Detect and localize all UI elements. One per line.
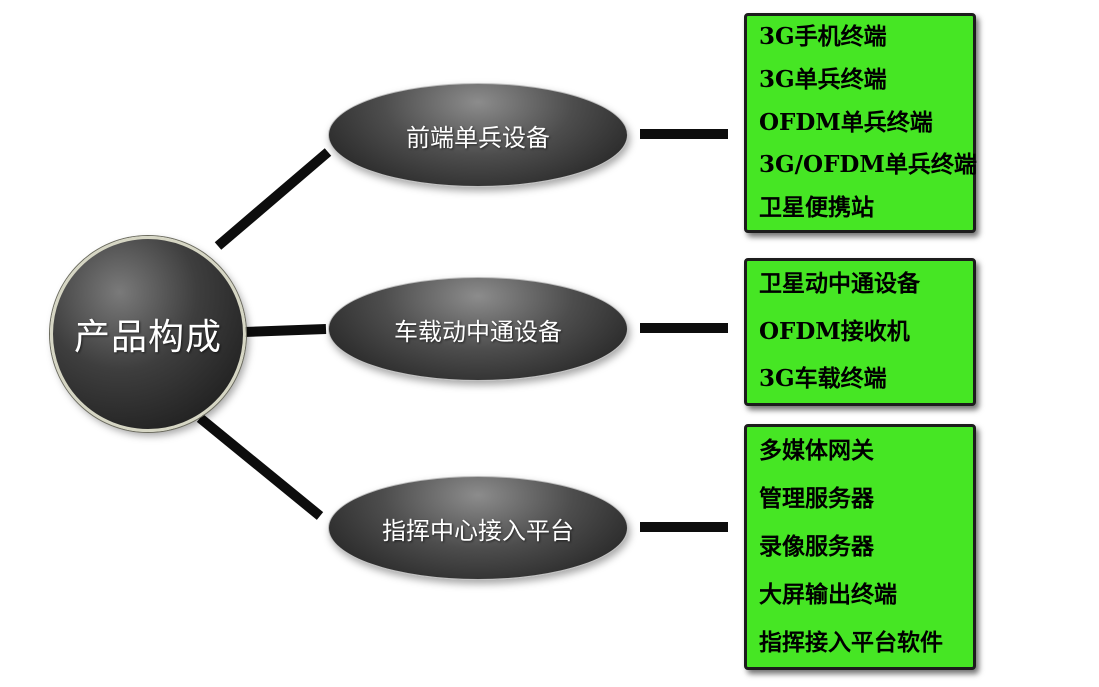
branch-node-command-platform[interactable]: 指挥中心接入平台: [328, 476, 628, 580]
leaf-item: OFDM单兵终端: [759, 108, 933, 136]
leaf-item: 管理服务器: [759, 484, 874, 512]
leaf-item: 卫星动中通设备: [759, 270, 920, 298]
leaf-box-command-platform: 多媒体网关 管理服务器 录像服务器 大屏输出终端 指挥接入平台软件: [744, 424, 976, 670]
leaf-item: OFDM接收机: [759, 317, 910, 345]
leaf-item: 3G车载终端: [759, 364, 887, 392]
connector-root-branch-2: [243, 324, 327, 337]
leaf-box-frontend-devices: 3G手机终端 3G单兵终端 OFDM单兵终端 3G/OFDM单兵终端 卫星便携站: [744, 13, 977, 233]
leaf-item: 大屏输出终端: [759, 580, 897, 608]
leaf-item: 多媒体网关: [759, 436, 874, 464]
leaf-item: 指挥接入平台软件: [759, 628, 943, 656]
leaf-item: 卫星便携站: [759, 194, 874, 222]
leaf-box-vehicle-devices: 卫星动中通设备 OFDM接收机 3G车载终端: [744, 258, 976, 406]
branch-node-label: 前端单兵设备: [406, 123, 550, 152]
leaf-item: 3G单兵终端: [759, 65, 887, 93]
branch-node-frontend-devices[interactable]: 前端单兵设备: [328, 83, 628, 187]
connector-root-branch-1: [214, 148, 332, 250]
root-node-label: 产品构成: [73, 317, 222, 358]
root-node[interactable]: 产品构成: [50, 236, 246, 432]
branch-node-label: 指挥中心接入平台: [382, 516, 574, 545]
leaf-item: 录像服务器: [759, 532, 874, 560]
connector-root-branch-3: [196, 414, 324, 520]
leaf-item: 3G手机终端: [759, 23, 887, 51]
leaf-item: 3G/OFDM单兵终端: [759, 151, 977, 179]
branch-node-label: 车载动中通设备: [394, 317, 562, 346]
branch-node-vehicle-devices[interactable]: 车载动中通设备: [328, 277, 628, 381]
